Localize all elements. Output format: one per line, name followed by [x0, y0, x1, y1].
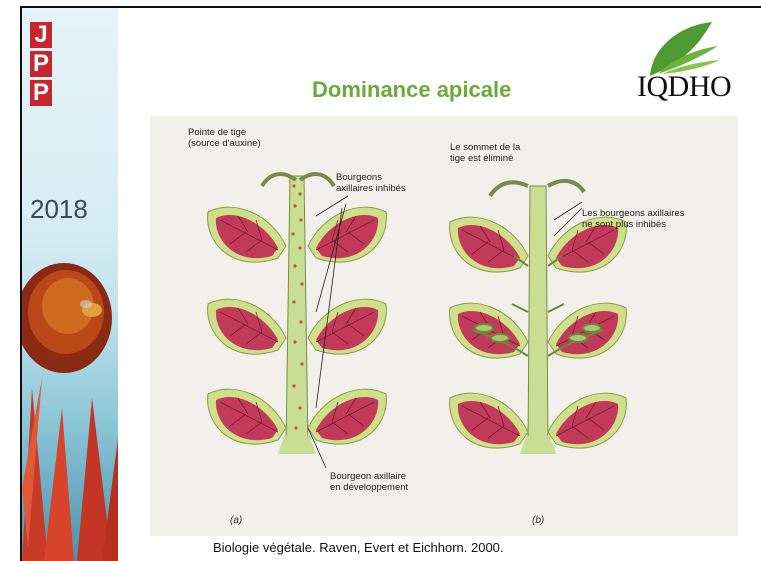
panel-b-label: (b) [532, 515, 544, 526]
label-b-buds: Les bourgeons axillaires ne sont plus in… [582, 208, 684, 230]
year-label: 2018 [30, 194, 88, 225]
sidebar-banner: J P P 2018 [22, 8, 118, 561]
label-a-dev: Bourgeon axillaire en développement [330, 471, 408, 493]
jpp-letter-p2: P [30, 80, 52, 106]
plant-illustration: Pointe de tige (source d'auxine) Bourgeo… [150, 116, 738, 536]
panel-a-label: (a) [230, 515, 242, 526]
frame-top-border [20, 6, 761, 8]
plant-drawing [150, 116, 738, 536]
source-caption: Biologie végétale. Raven, Evert et Eichh… [213, 540, 504, 555]
label-a-tip: Pointe de tige (source d'auxine) [188, 127, 261, 149]
label-b-top: Le sommet de la tige est éliminé [450, 142, 520, 164]
coneflower-image [22, 248, 118, 561]
iqdho-logo-text: IQDHO [637, 70, 731, 104]
jpp-logo: J P P [30, 22, 52, 109]
plant-a [208, 174, 387, 468]
jpp-letter-j: J [30, 22, 52, 48]
slide-title: Dominance apicale [312, 77, 511, 103]
label-a-buds: Bourgeons axillaires inhibés [336, 172, 406, 194]
jpp-letter-p1: P [30, 51, 52, 77]
